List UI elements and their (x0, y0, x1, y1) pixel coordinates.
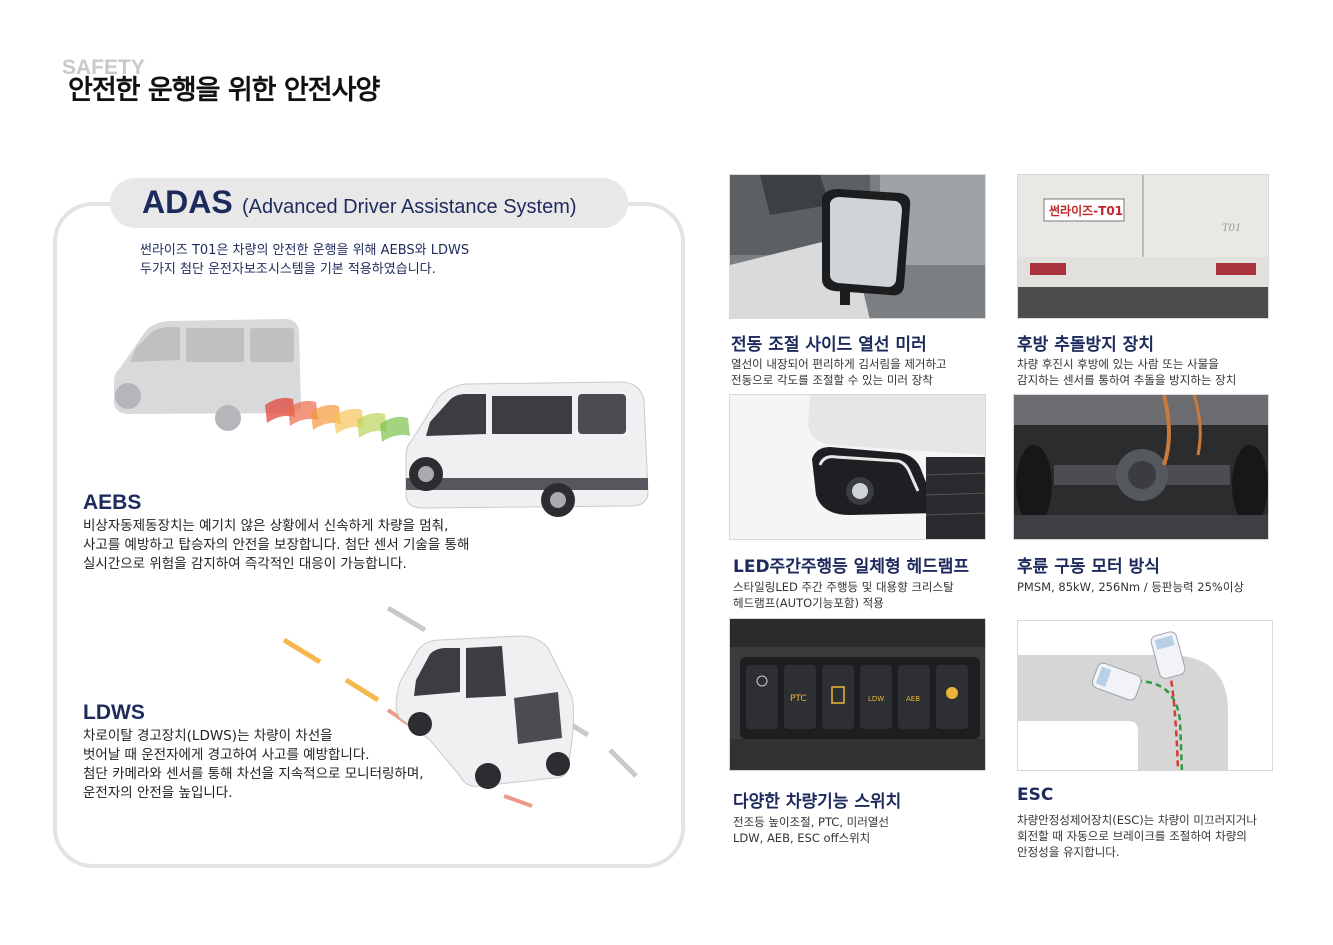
feature-body-motor: PMSM, 85kW, 256Nm / 등판능력 25%이상 (1017, 580, 1245, 594)
page-title: 안전한 운행을 위한 안전사양 (68, 75, 380, 106)
aebs-title: AEBS (83, 491, 142, 514)
ldws-illustration (282, 605, 638, 808)
adas-title-pill (110, 178, 628, 228)
feature-body-rear-collision: 차량 후진시 후방에 있는 사람 또는 사물을 감지하는 센서를 통하여 추돌을… (1017, 357, 1237, 387)
switch-buttons (746, 665, 968, 729)
feature-title-rear-collision: 후방 추돌방지 장치 (1017, 335, 1154, 355)
adas-description: 썬라이즈 T01은 차량의 안전한 운행을 위해 AEBS와 LDWS 두가지 … (140, 243, 470, 277)
adas-title: ADAS (142, 184, 233, 220)
feature-body-mirror: 열선이 내장되어 편리하게 김서림을 제거하고 전동으로 각도를 조절할 수 있… (731, 357, 947, 387)
switch-label-aeb: AEB (906, 695, 920, 703)
ldws-title: LDWS (83, 701, 145, 724)
feature-title-mirror: 전동 조절 사이드 열선 미러 (731, 335, 927, 355)
feature-body-switches: 전조등 높이조절, PTC, 미러열선 LDW, AEB, ESC off스위치 (733, 815, 889, 845)
lane-markings-orange (282, 637, 380, 703)
section-eyebrow: SAFETY (62, 56, 145, 79)
side-mirror-photo (729, 174, 986, 319)
aebs-body: 비상자동제동장치는 예기치 않은 상황에서 신속하게 차량을 멈춰, 사고를 예… (83, 518, 470, 572)
aebs-illustration (114, 319, 649, 517)
rear-motor-photo (1013, 394, 1269, 540)
rear-plate-text: 썬라이즈-T01 (1049, 203, 1123, 218)
feature-title-esc: ESC (1017, 785, 1054, 805)
adas-subtitle: (Advanced Driver Assistance System) (242, 196, 577, 218)
headlamp-photo (729, 394, 986, 540)
ldws-body: 차로이탈 경고장치(LDWS)는 차량이 차선을 벗어날 때 운전자에게 경고하… (83, 728, 424, 801)
feature-body-headlamp: 스타일링LED 주간 주행등 및 대용향 크리스탈 헤드램프(AUTO기능포함)… (733, 580, 954, 610)
switch-label-ldw: LDW (868, 695, 884, 703)
feature-title-switches: 다양한 차량기능 스위치 (733, 792, 902, 812)
esc-diagram (1017, 620, 1273, 771)
feature-body-esc: 차량안정성제어장치(ESC)는 차량이 미끄러지거나 회전할 때 자동으로 브레… (1017, 813, 1257, 859)
ldws-van (395, 635, 575, 789)
main-van (405, 381, 649, 517)
feature-title-motor: 후륜 구동 모터 방식 (1017, 557, 1160, 577)
switch-label-ptc: PTC (790, 694, 807, 704)
sensor-waves (265, 397, 410, 442)
ghost-van (114, 319, 301, 431)
rear-badge-text: T01 (1222, 223, 1241, 234)
rear-sensor-photo: 썬라이즈-T01 T01 (1017, 174, 1269, 319)
switch-panel-photo: PTC LDW AEB (729, 618, 986, 771)
feature-title-headlamp: LED주간주행등 일체형 헤드램프 (733, 557, 970, 577)
